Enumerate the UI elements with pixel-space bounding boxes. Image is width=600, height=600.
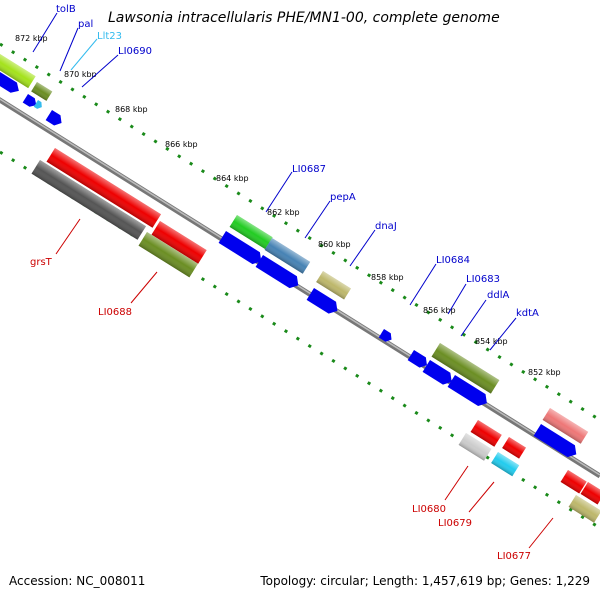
gene-LI0677[interactable] [568,495,600,523]
genome-backbone [0,97,600,479]
label-tolB[interactable]: tolB [56,4,76,15]
gene-grsT-2[interactable] [151,221,207,264]
gene-labels: tolB pal Llt23 LI0690 LI0687 pepA dnaJ L… [30,4,539,562]
tick-label: 868 kbp [115,105,148,114]
label-LI0690[interactable]: LI0690 [118,46,152,57]
gene-tolB[interactable] [0,53,36,89]
label-leaders [32,12,554,549]
tick-labels: 872 kbp 870 kbp 868 kbp 866 kbp 864 kbp … [15,34,561,377]
gene-ddlA[interactable] [431,343,500,394]
gene-LI0684[interactable] [407,350,430,370]
genes-value: 1,229 [555,574,590,588]
topology-value: circular [320,574,365,588]
gene-LI0680[interactable] [458,433,492,461]
gene-LI0688-2[interactable] [138,232,198,278]
tick-label: 866 kbp [165,140,198,149]
gene-LI0680-red[interactable] [470,420,502,447]
label-dnaJ[interactable]: dnaJ [375,221,397,232]
tick-label: 854 kbp [475,337,508,346]
gene-pink[interactable] [542,408,589,444]
tick-label: 864 kbp [216,174,249,183]
gene-LI0683[interactable] [422,360,456,388]
tick-label: 860 kbp [318,240,351,249]
label-grsT[interactable]: grsT [30,257,53,268]
gene-blue-a[interactable] [218,231,265,267]
accession-value: NC_008011 [76,574,146,588]
label-pepA[interactable]: pepA [330,192,356,203]
tick-label: 858 kbp [371,273,404,282]
label-LI0680[interactable]: LI0680 [412,504,446,515]
outer-tick-track [0,42,600,422]
label-LI0687[interactable]: LI0687 [292,164,326,175]
gene-blue-c[interactable] [306,288,342,317]
label-kdtA[interactable]: kdtA [516,308,539,319]
gene-pepA[interactable] [264,238,311,274]
tick-label: 872 kbp [15,34,48,43]
genes-label: Genes: [509,574,552,588]
gene-LI0687[interactable] [229,215,273,250]
gene-blue-b[interactable] [255,255,302,291]
gene-features [0,53,600,523]
gene-LI0679[interactable] [491,452,520,477]
label-pal[interactable]: pal [78,19,93,30]
gene-LI0677-red-a[interactable] [560,470,587,494]
gene-blue-d[interactable] [533,424,580,460]
label-ddlA[interactable]: ddlA [487,290,509,301]
tick-label: 856 kbp [423,306,456,315]
tick-label: 862 kbp [267,208,300,217]
topology-label: Topology: [260,574,317,588]
gene-grsT[interactable] [46,148,162,228]
gene-Llt23[interactable] [33,100,44,110]
gene-small-1[interactable] [22,94,39,109]
gene-kdtA[interactable] [447,375,491,409]
map-title: Lawsonia intracellularis PHE/MN1-00, com… [108,10,500,26]
label-LI0683[interactable]: LI0683 [466,274,500,285]
genome-stats: Topology: circular; Length: 1,457,619 bp… [260,574,590,588]
label-Llt23[interactable]: Llt23 [97,31,122,42]
length-label: Length: [372,574,419,588]
gene-LI0690-strand[interactable] [0,72,22,96]
accession-info: Accession: NC_008011 [9,574,145,588]
length-value: 1,457,619 bp [421,574,502,588]
gene-dnaJ[interactable] [316,271,351,300]
gene-LI0677-red-b[interactable] [580,482,600,505]
label-LI0688[interactable]: LI0688 [98,307,132,318]
tick-label: 870 kbp [64,70,97,79]
gene-LI0688[interactable] [31,160,147,240]
tick-label: 852 kbp [528,368,561,377]
label-LI0677[interactable]: LI0677 [497,551,531,562]
label-LI0684[interactable]: LI0684 [436,255,470,266]
gene-LI0679-red[interactable] [502,437,526,459]
label-LI0679[interactable]: LI0679 [438,518,472,529]
gene-pal[interactable] [31,82,53,101]
accession-label: Accession: [9,574,73,588]
gene-small-3[interactable] [378,329,394,344]
gene-small-2[interactable] [45,110,65,128]
